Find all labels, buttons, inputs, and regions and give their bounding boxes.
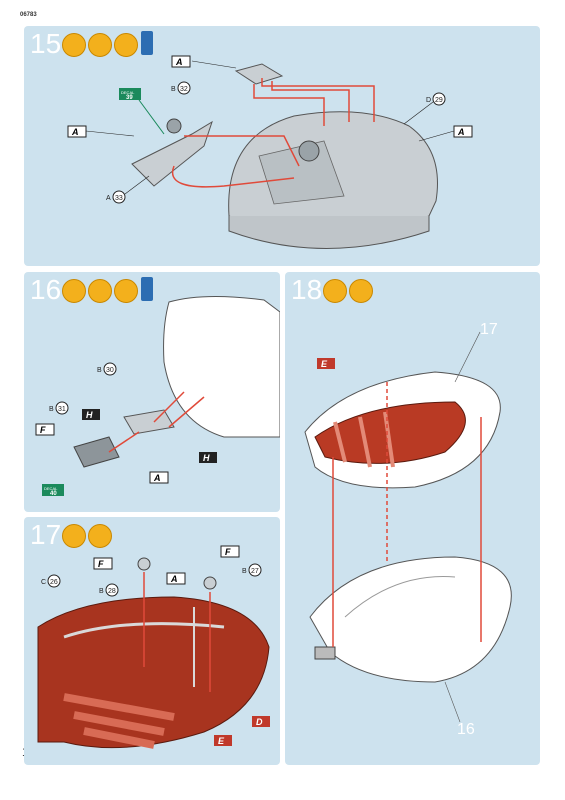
step-17-panel: 17 C 26 F B 28 A F B 27 D E	[24, 517, 280, 765]
tag-e: E	[218, 736, 225, 746]
hull-red-interior	[37, 596, 270, 749]
part-num-30: 30	[106, 367, 114, 374]
step-18-illustration: 17 16 E	[304, 321, 512, 738]
glue-icon	[323, 279, 347, 303]
brush-icon	[349, 279, 373, 303]
tag-a-top: A	[175, 57, 183, 67]
decal-icon	[114, 279, 138, 303]
step-15-panel: 15 A A A B	[24, 26, 540, 266]
part-num-28: 28	[108, 588, 116, 595]
paint-pot-icon	[141, 277, 153, 301]
tag-a: A	[170, 574, 178, 584]
step-15-illustration: A A A B 32 D 29 A 33 DECAL 39	[67, 55, 473, 249]
lower-hull	[309, 556, 512, 683]
glue-icon	[62, 279, 86, 303]
part-num-31: 31	[58, 406, 66, 413]
part-a33	[131, 120, 213, 187]
tag-a-left: A	[71, 127, 79, 137]
lower-hull-label: 16	[457, 721, 475, 738]
decal-number: 40	[50, 491, 57, 497]
step-number: 17	[30, 519, 62, 550]
part-num-33: 33	[115, 195, 123, 202]
part-letter-b30: B	[97, 367, 102, 374]
glue-icon	[62, 524, 86, 548]
part-letter-c26: C	[41, 579, 46, 586]
brush-icon	[88, 524, 112, 548]
tag-f: F	[40, 425, 46, 435]
part-b32	[234, 63, 284, 85]
part-letter-d29: D	[426, 97, 431, 104]
step-number: 18	[291, 274, 323, 305]
brush-icon	[88, 279, 112, 303]
tag-d: D	[256, 717, 263, 727]
tag-h-right: H	[203, 453, 210, 463]
step-number: 16	[30, 274, 62, 305]
document-id: 06783	[20, 12, 37, 18]
part-num-27: 27	[251, 568, 259, 575]
hull-white	[163, 295, 280, 438]
upper-hull-label: 17	[480, 321, 498, 338]
part-num-32: 32	[180, 86, 188, 93]
decal-label: DECAL	[44, 486, 58, 491]
part-letter-b31: B	[49, 406, 54, 413]
part-letter-a33: A	[106, 195, 111, 202]
decal-label: DECAL	[121, 90, 135, 95]
part-letter-b32: B	[171, 86, 176, 93]
part-letter-b27: B	[242, 568, 247, 575]
step-18-panel: 18 17 16 E	[285, 272, 540, 765]
part-num-29: 29	[435, 97, 443, 104]
tag-f-left: F	[98, 559, 104, 569]
step-number: 15	[30, 28, 62, 59]
step-16-panel: 16 B 30 B 31 F H H A DECAL 40	[24, 272, 280, 512]
tag-a: A	[153, 473, 161, 483]
decal-icon	[114, 33, 138, 57]
tag-f-right: F	[225, 547, 231, 557]
glue-icon	[62, 33, 86, 57]
part-letter-b28: B	[99, 588, 104, 595]
step-17-illustration: C 26 F B 28 A F B 27 D E	[37, 545, 270, 749]
part-num-26: 26	[50, 579, 58, 586]
brush-icon	[88, 33, 112, 57]
tag-a-right: A	[457, 127, 465, 137]
decal-number: 39	[126, 95, 133, 101]
part-b31	[73, 436, 120, 468]
step-16-illustration: B 30 B 31 F H H A DECAL 40	[35, 295, 280, 497]
paint-pot-icon	[141, 31, 153, 55]
tag-e: E	[321, 359, 328, 369]
part-b30	[123, 409, 175, 435]
tag-h-left: H	[86, 410, 93, 420]
